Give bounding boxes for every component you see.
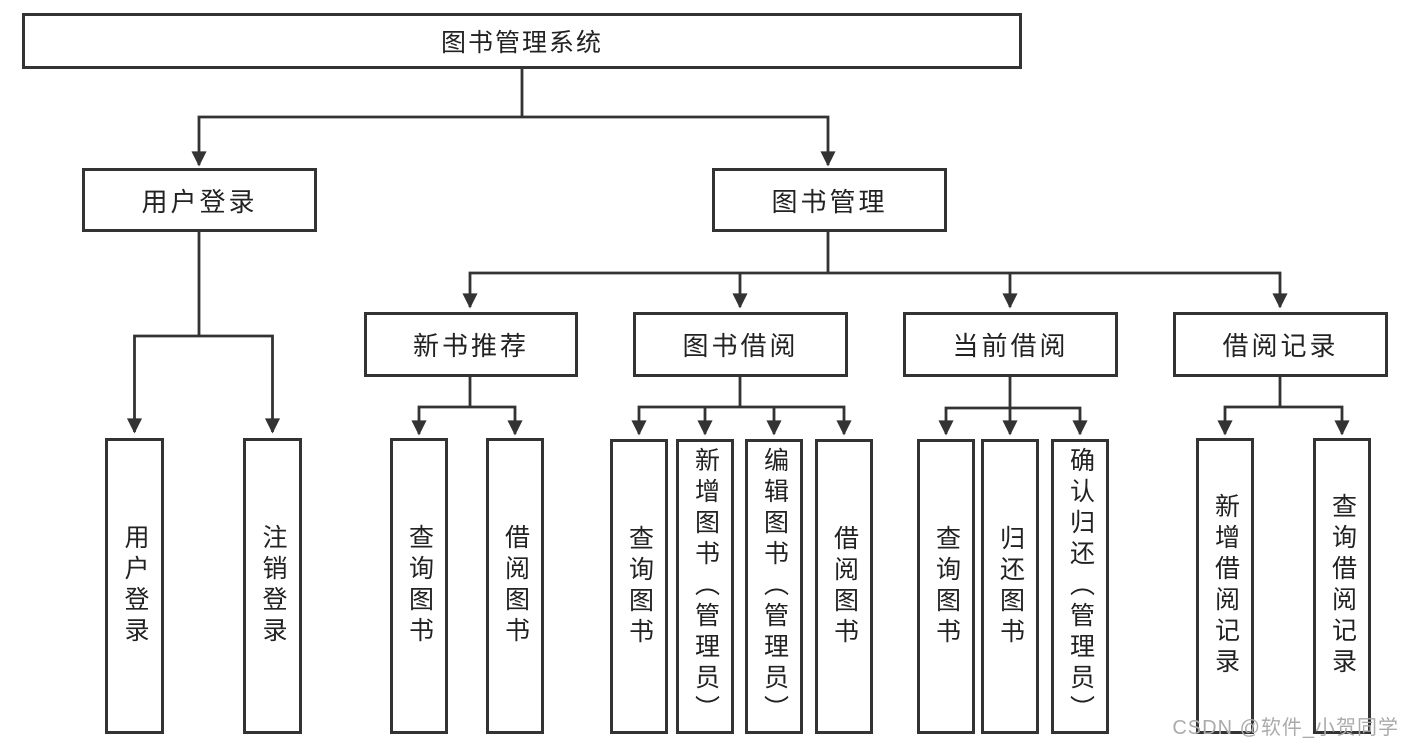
node-label: 确认归还（管理员） [1066, 447, 1095, 726]
leaf-return-book: 归还图书 [981, 439, 1039, 734]
bracket-level2 [191, 115, 836, 167]
node-label: 新增图书（管理员） [691, 447, 720, 726]
leaf-confirm-return-admin: 确认归还（管理员） [1051, 439, 1109, 734]
leaf-logout: 注销登录 [243, 438, 302, 734]
node-book-management: 图书管理 [712, 168, 947, 232]
node-label: 借阅图书 [830, 524, 859, 649]
node-new-book-recommendation: 新书推荐 [364, 312, 578, 377]
node-label: 新增借阅记录 [1211, 493, 1240, 679]
node-label: 图书借阅 [682, 331, 799, 361]
node-label: 新书推荐 [412, 331, 529, 361]
node-label: 查询图书 [932, 524, 961, 649]
node-label: 借阅记录 [1222, 331, 1339, 361]
node-label: 借阅图书 [501, 524, 530, 648]
node-library-management-system: 图书管理系统 [22, 13, 1022, 69]
node-label: 用户登录 [121, 524, 149, 648]
leaf-user-login: 用户登录 [105, 438, 164, 734]
node-label: 当前借阅 [952, 331, 1069, 361]
bracket-new-book [411, 405, 523, 436]
leaf-borrow-book: 借阅图书 [815, 439, 873, 734]
node-book-borrowing: 图书借阅 [633, 312, 848, 377]
bracket-book-borrow [631, 405, 852, 436]
node-label: 用户登录 [141, 186, 258, 217]
node-label: 图书管理 [771, 186, 888, 217]
leaf-query-books-borrow: 查询图书 [610, 439, 668, 734]
node-label: 查询图书 [405, 524, 434, 648]
leaf-query-borrow-record: 查询借阅记录 [1313, 438, 1371, 734]
node-label: 归还图书 [996, 524, 1025, 649]
node-label: 编辑图书（管理员） [760, 447, 789, 726]
leaf-edit-book-admin: 编辑图书（管理员） [745, 439, 803, 734]
leaf-add-book-admin: 新增图书（管理员） [676, 439, 734, 734]
leaf-add-borrow-record: 新增借阅记录 [1196, 438, 1254, 734]
node-current-borrowing: 当前借阅 [903, 312, 1118, 377]
node-label: 查询借阅记录 [1328, 493, 1357, 679]
node-label: 查询图书 [625, 524, 654, 649]
leaf-borrow-books-recommend: 借阅图书 [486, 438, 544, 734]
node-label: 注销登录 [259, 524, 287, 648]
leaf-query-books-current: 查询图书 [917, 439, 975, 734]
leaf-query-books-recommend: 查询图书 [390, 438, 448, 734]
bracket-borrow-records [1217, 405, 1350, 436]
bracket-level3 [462, 271, 1288, 309]
node-borrowing-records: 借阅记录 [1173, 312, 1388, 377]
bracket-user-login [126, 334, 281, 434]
csdn-watermark: CSDN @软件_小贺同学 [1172, 717, 1399, 739]
node-user-login: 用户登录 [82, 168, 317, 232]
node-label: 图书管理系统 [440, 29, 603, 57]
bracket-current-borrow [938, 406, 1088, 436]
